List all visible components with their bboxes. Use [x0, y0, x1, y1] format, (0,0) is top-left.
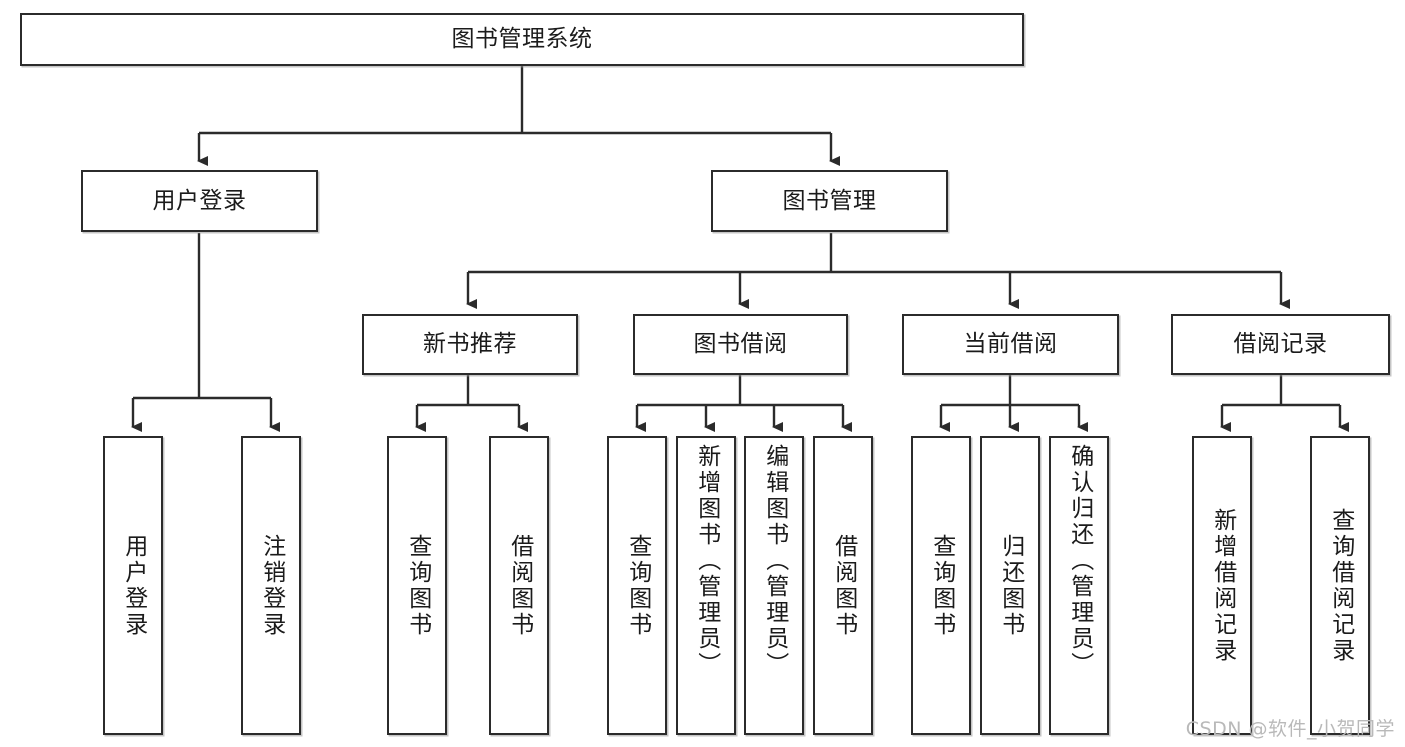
leaf-borrow-book-newbook[interactable]: 借阅图书 — [489, 436, 549, 735]
node-label: 查询图书 — [928, 533, 955, 638]
node-label: 借阅图书 — [506, 533, 533, 638]
leaf-query-book-borrow[interactable]: 查询图书 — [607, 436, 667, 735]
leaf-query-borrow-record[interactable]: 查询借阅记录 — [1310, 436, 1370, 735]
node-label: 新增借阅记录 — [1209, 507, 1236, 664]
node-label: 借阅图书 — [830, 533, 857, 638]
node-label: 图书借阅 — [693, 331, 788, 358]
node-label: 查询图书 — [404, 533, 431, 638]
node-label: 确认归还（管理员） — [1066, 444, 1093, 678]
leaf-return-book[interactable]: 归还图书 — [980, 436, 1040, 735]
leaf-add-book-admin[interactable]: 新增图书（管理员） — [676, 436, 736, 735]
node-label: 借阅记录 — [1233, 331, 1328, 358]
node-label: 编辑图书（管理员） — [761, 444, 788, 678]
node-label: 查询图书 — [624, 533, 651, 638]
node-new-book-recommend[interactable]: 新书推荐 — [362, 314, 578, 375]
node-label: 图书管理 — [782, 187, 877, 214]
node-book-management[interactable]: 图书管理 — [711, 170, 948, 232]
leaf-logout[interactable]: 注销登录 — [241, 436, 301, 735]
node-label: 用户登录 — [152, 187, 247, 214]
watermark-text: CSDN @软件_小贺同学 — [1185, 718, 1395, 740]
node-label: 当前借阅 — [963, 331, 1058, 358]
node-current-borrow[interactable]: 当前借阅 — [902, 314, 1119, 375]
node-label: 查询借阅记录 — [1327, 507, 1354, 664]
node-label: 图书管理系统 — [451, 26, 593, 53]
leaf-borrow-book[interactable]: 借阅图书 — [813, 436, 873, 735]
leaf-confirm-return-admin[interactable]: 确认归还（管理员） — [1049, 436, 1109, 735]
node-label: 新书推荐 — [423, 331, 517, 358]
leaf-user-login[interactable]: 用户登录 — [103, 436, 163, 735]
node-label: 归还图书 — [997, 533, 1024, 638]
node-label: 注销登录 — [258, 533, 285, 638]
leaf-query-book-newbook[interactable]: 查询图书 — [387, 436, 447, 735]
leaf-add-borrow-record[interactable]: 新增借阅记录 — [1192, 436, 1252, 735]
node-root-system[interactable]: 图书管理系统 — [20, 13, 1024, 66]
node-user-login[interactable]: 用户登录 — [81, 170, 318, 232]
node-borrow-record[interactable]: 借阅记录 — [1171, 314, 1390, 375]
node-book-borrow[interactable]: 图书借阅 — [633, 314, 848, 375]
node-label: 用户登录 — [120, 533, 147, 638]
node-label: 新增图书（管理员） — [693, 444, 720, 678]
leaf-edit-book-admin[interactable]: 编辑图书（管理员） — [744, 436, 804, 735]
leaf-query-book-current[interactable]: 查询图书 — [911, 436, 971, 735]
